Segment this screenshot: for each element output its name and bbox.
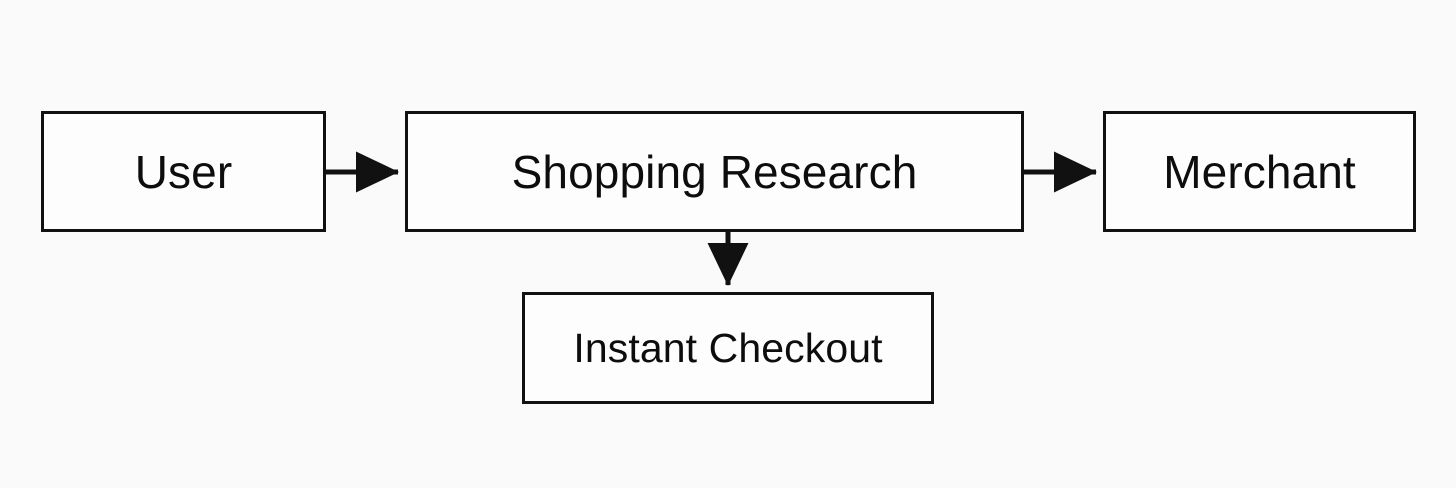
node-instant-checkout[interactable]: Instant Checkout [522,292,934,404]
node-shopping-research[interactable]: Shopping Research [405,111,1024,232]
node-user-label: User [134,145,233,198]
node-instant-checkout-label: Instant Checkout [573,324,883,371]
node-shopping-research-label: Shopping Research [511,145,918,198]
node-merchant-label: Merchant [1163,145,1356,198]
node-merchant[interactable]: Merchant [1103,111,1416,232]
node-user[interactable]: User [41,111,326,232]
